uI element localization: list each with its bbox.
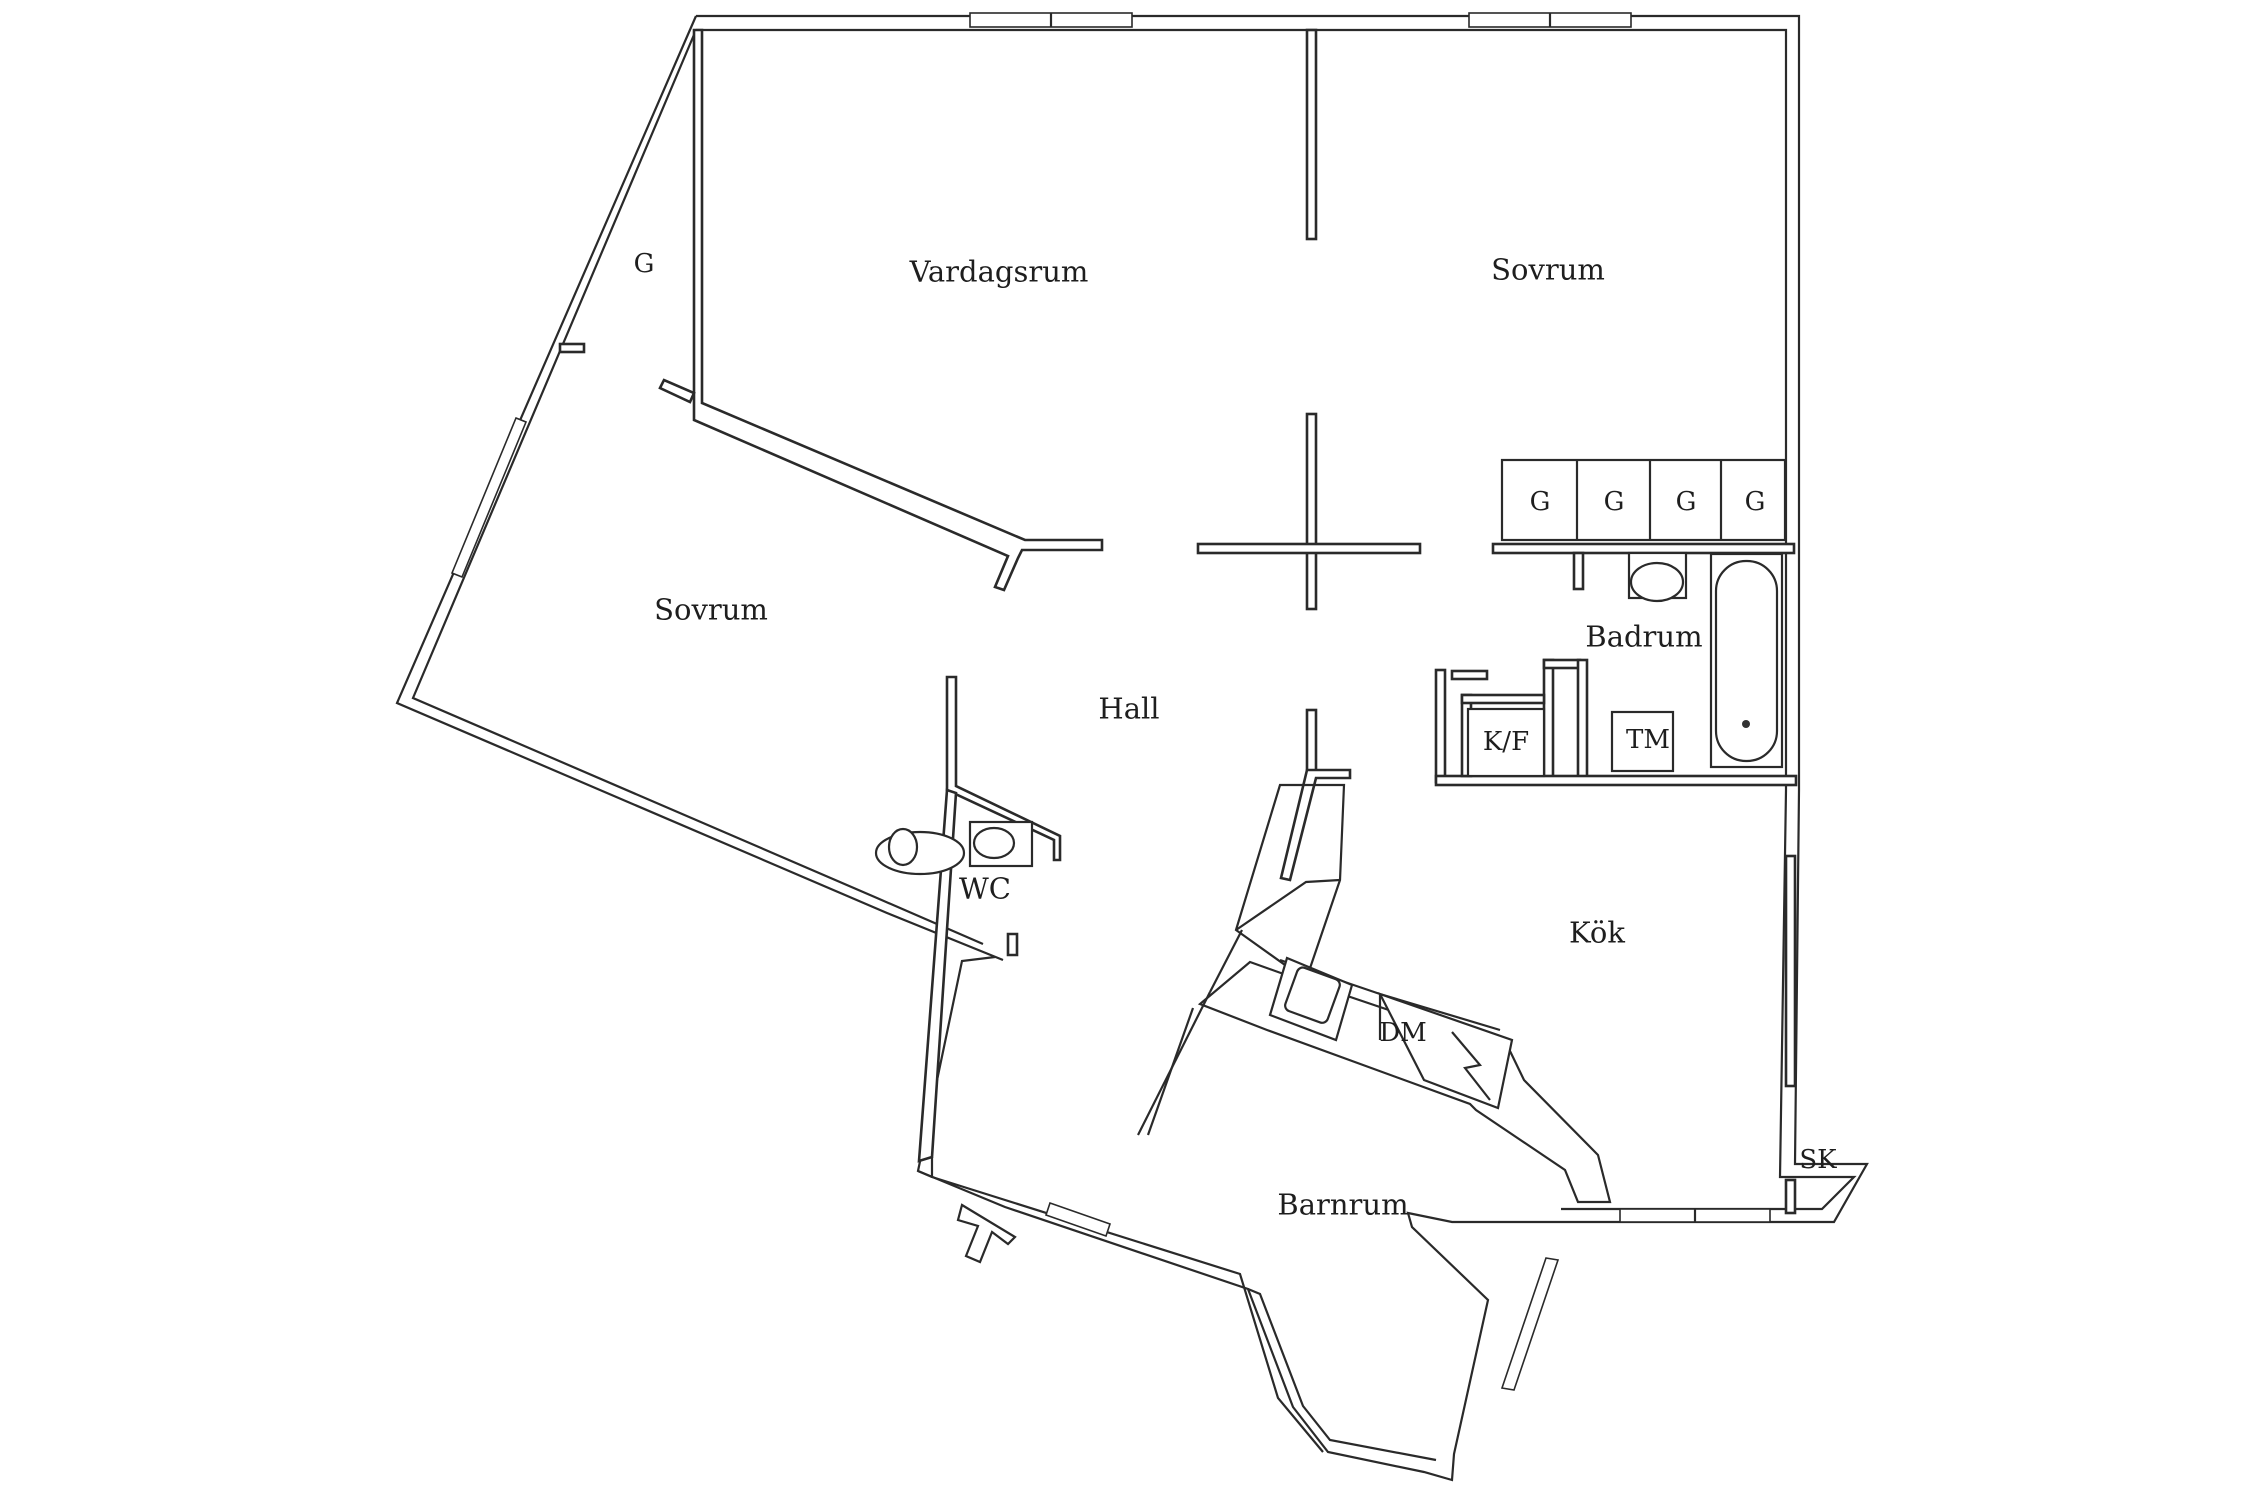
room-label-barnrum: Barnrum xyxy=(1277,1187,1409,1222)
washing-machine-label: TM xyxy=(1626,725,1670,755)
kitchen-counters xyxy=(1137,783,1612,1204)
cleaning-cabinet-label: SK xyxy=(1799,1145,1837,1175)
room-label-wc: WC xyxy=(959,871,1011,906)
room-label-sovrum-top: Sovrum xyxy=(1491,252,1605,287)
wc-fixtures xyxy=(874,820,1034,876)
wardrobe-label: G xyxy=(1675,487,1697,517)
room-label-sovrum-left: Sovrum xyxy=(654,592,768,627)
room-label-vardagsrum: Vardagsrum xyxy=(909,254,1089,289)
windows xyxy=(450,12,1771,1391)
interior-walls xyxy=(558,28,1798,1215)
bath-fixtures xyxy=(1466,551,1784,778)
wardrobe-label: G xyxy=(1744,487,1766,517)
entrance-arrow-icon xyxy=(956,1203,1017,1264)
wardrobe-row xyxy=(1500,458,1787,542)
kitchen-appliances xyxy=(1268,956,1514,1110)
wardrobe-label: G xyxy=(1529,487,1551,517)
fridge-freezer-label: K/F xyxy=(1482,727,1530,757)
outer-walls xyxy=(395,14,1869,1482)
room-label-kok: Kök xyxy=(1569,915,1625,950)
room-label-hall: Hall xyxy=(1098,691,1160,726)
dishwasher-label: DM xyxy=(1379,1018,1427,1048)
room-label-badrum: Badrum xyxy=(1585,619,1703,654)
wardrobe-label: G xyxy=(633,249,655,279)
wardrobe-label: G xyxy=(1603,487,1625,517)
